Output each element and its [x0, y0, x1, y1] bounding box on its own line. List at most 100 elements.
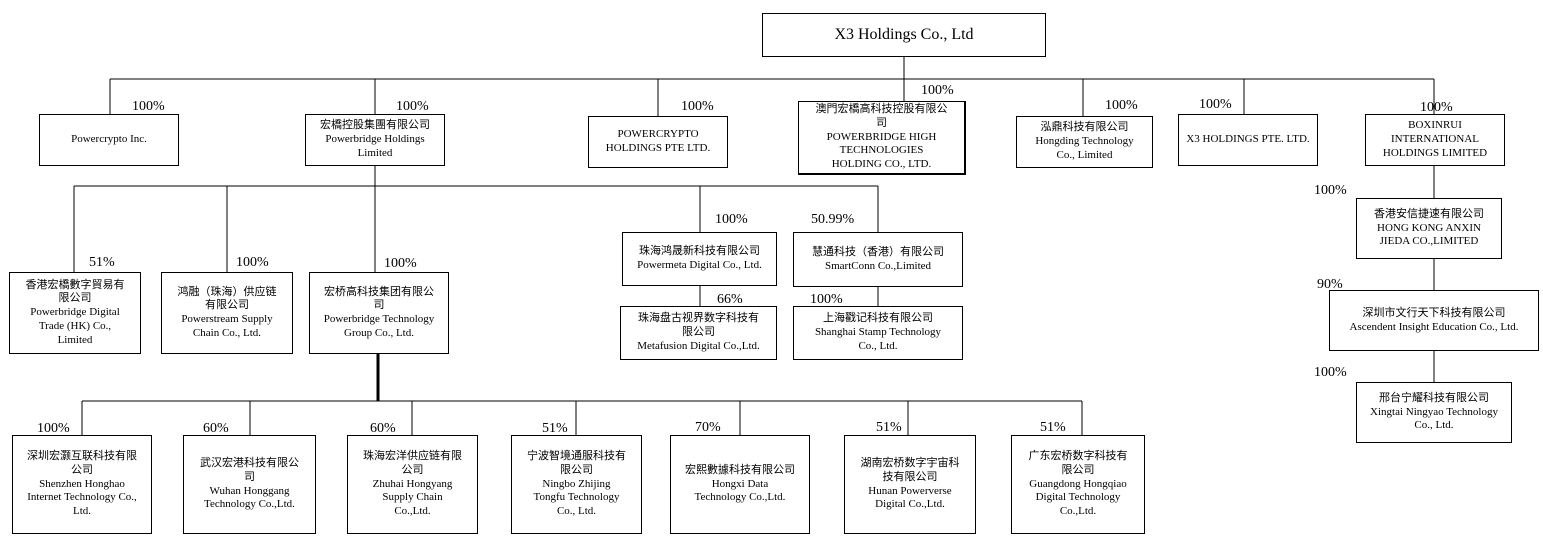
company-label-line: Hongding Technology: [1035, 135, 1134, 148]
company-label-line: Tongfu Technology: [533, 491, 620, 504]
company-label-line: Co., Ltd.: [858, 339, 898, 352]
ownership-pct: 100%: [715, 212, 748, 227]
ownership-pct: 100%: [384, 256, 417, 271]
connector-powerbridge-holdings: [73, 166, 879, 272]
company-label-line: Powercrypto Inc.: [71, 133, 147, 146]
company-box-powerbridge-holdings: 宏橋控股集團有限公司 Powerbridge Holdings Limited: [305, 114, 445, 166]
company-box-shanghai-stamp: 上海戳记科技有限公司 Shanghai Stamp Technology Co.…: [793, 306, 963, 360]
company-label-line: HOLDINGS PTE LTD.: [605, 142, 711, 154]
ownership-pct: 90%: [1317, 277, 1343, 292]
company-label-line: Powerbridge Holdings: [325, 133, 425, 146]
company-box-powerbridge-high-tech: 澳門宏橋高科技控股有限公 司 POWERBRIDGE HIGH TECHNOLO…: [798, 101, 966, 175]
company-box-x3-holdings-pte: X3 HOLDINGS PTE. LTD.: [1178, 114, 1318, 166]
company-label-line: POWERBRIDGE HIGH: [826, 130, 937, 143]
company-label-line: Limited: [357, 146, 393, 159]
ownership-pct: 100%: [236, 255, 269, 270]
company-label-line: 限公司: [681, 326, 715, 339]
company-label-line: HOLDINGS LIMITED: [1382, 146, 1488, 159]
company-label-line: Ascendent Insight Education Co., Ltd.: [1349, 320, 1519, 333]
company-box-powercrypto-holdings: POWERCRYPTO HOLDINGS PTE LTD.: [588, 116, 728, 168]
company-label-line: 司: [244, 470, 255, 483]
company-label-line: Trade (HK) Co.,: [38, 319, 112, 332]
company-label-line: 湖南宏桥数字宇宙科: [860, 457, 960, 469]
company-box-powerbridge-digital-trade: 香港宏橋數字貿易有 限公司 Powerbridge Digital Trade …: [9, 272, 141, 354]
company-label-line: 鸿融（珠海）供应链: [177, 285, 277, 298]
connector-level3: [81, 400, 1083, 435]
ownership-pct: 100%: [1199, 97, 1232, 112]
connector-level1-drops: [109, 79, 1435, 116]
ownership-pct: 66%: [717, 292, 743, 307]
company-label-line: BOXINRUI: [1408, 119, 1462, 132]
ownership-pct: 51%: [542, 421, 568, 436]
company-label-line: 宏熙數據科技有限公司: [685, 463, 795, 476]
company-label-line: 深圳市文行天下科技有限公司: [1362, 306, 1506, 319]
company-label-line: 泓鼎科技有限公司: [1040, 121, 1129, 134]
ownership-pct: 100%: [1314, 183, 1347, 198]
company-label-line: Group Co., Ltd.: [344, 326, 414, 339]
company-label-line: 宏橋控股集團有限公司: [320, 119, 430, 132]
company-label-line: 珠海鸿晟新科技有限公司: [639, 245, 760, 258]
company-box-powerbridge-tech-group: 宏桥高科技集团有限公 司 Powerbridge Technology Grou…: [309, 272, 449, 354]
company-label-line: SmartConn Co.,Limited: [824, 259, 932, 272]
root-company-box: X3 Holdings Co., Ltd: [762, 13, 1046, 57]
company-label-line: Co., Limited: [1056, 148, 1113, 161]
company-box-tongfu: 宁波智境通服科技有 限公司 Ningbo Zhijing Tongfu Tech…: [511, 435, 642, 534]
company-label-line: Powermeta Digital Co., Ltd.: [637, 259, 762, 271]
company-label-line: 上海戳记科技有限公司: [823, 312, 933, 325]
company-label-line: HONG KONG ANXIN: [1377, 221, 1481, 234]
company-label-line: Zhuhai Hongyang: [372, 477, 453, 490]
company-box-powerstream: 鸿融（珠海）供应链 有限公司 Powerstream Supply Chain …: [161, 272, 293, 354]
company-label-line: Powerstream Supply: [181, 313, 273, 325]
company-label-line: Ningbo Zhijing: [542, 477, 611, 490]
company-label-line: Hunan Powerverse: [868, 484, 952, 497]
company-label-line: 澳門宏橋高科技控股有限公: [815, 103, 948, 116]
company-label-line: Xingtai Ningyao Technology: [1370, 405, 1498, 418]
company-label-line: Co., Ltd.: [556, 505, 597, 518]
company-label-line: 广东宏桥数字科技有: [1028, 450, 1128, 463]
company-label-line: 限公司: [1061, 463, 1095, 476]
company-label-line: Internet Technology Co.,: [27, 491, 137, 504]
company-box-hongyang: 珠海宏洋供应链有限 公司 Zhuhai Hongyang Supply Chai…: [347, 435, 478, 534]
company-label-line: 宏桥高科技集团有限公: [323, 285, 434, 298]
company-label-line: 限公司: [58, 292, 92, 305]
ownership-pct: 100%: [681, 99, 714, 114]
company-label-line: JIEDA CO.,LIMITED: [1379, 235, 1479, 248]
ownership-pct: 100%: [1314, 365, 1347, 380]
company-label-line: HOLDING CO., LTD.: [831, 158, 932, 171]
company-label-line: Co.,Ltd.: [1059, 505, 1097, 518]
ownership-pct: 50.99%: [811, 212, 855, 227]
company-label-line: 珠海盘古视界数字科技有: [637, 312, 759, 325]
company-label-line: Shanghai Stamp Technology: [814, 326, 942, 339]
company-label-line: INTERNATIONAL: [1391, 133, 1479, 146]
ownership-pct: 100%: [810, 292, 843, 307]
company-label-line: Co., Ltd.: [1414, 419, 1454, 432]
company-label-line: Guangdong Hongqiao: [1029, 477, 1127, 490]
ownership-pct: 100%: [396, 99, 429, 114]
company-label-line: Co.,Ltd.: [394, 505, 431, 518]
company-label-line: POWERCRYPTO: [617, 128, 699, 141]
company-label-line: Shenzhen Honghao: [39, 477, 125, 490]
connector-root: [110, 57, 1434, 80]
company-label-line: X3 HOLDINGS PTE. LTD.: [1186, 133, 1310, 146]
company-label-line: Digital Technology: [1035, 491, 1121, 504]
company-box-powercrypto-inc: Powercrypto Inc.: [39, 114, 179, 166]
company-label-line: 限公司: [560, 463, 593, 476]
company-label-line: Ltd.: [72, 505, 92, 518]
company-box-powermeta: 珠海鸿晟新科技有限公司 Powermeta Digital Co., Ltd.: [622, 232, 777, 286]
company-label-line: Metafusion Digital Co.,Ltd.: [637, 339, 760, 352]
ownership-pct: 51%: [89, 255, 115, 270]
company-label-line: 司: [373, 299, 385, 312]
company-label-line: TECHNOLOGIES: [839, 144, 924, 157]
company-label-line: 香港安信捷速有限公司: [1374, 207, 1484, 220]
company-label-line: Digital Co.,Ltd.: [875, 498, 945, 511]
ownership-pct: 60%: [203, 421, 229, 436]
ownership-pct: 100%: [1420, 100, 1453, 115]
company-label-line: 珠海宏洋供应链有限: [363, 450, 462, 463]
company-box-metafusion: 珠海盘古视界数字科技有 限公司 Metafusion Digital Co.,L…: [620, 306, 777, 360]
company-label-line: Limited: [57, 333, 93, 346]
company-label-line: 司: [876, 116, 887, 129]
company-label-line: Chain Co., Ltd.: [192, 326, 262, 339]
company-label-line: 公司: [71, 463, 93, 476]
company-label-line: Powerbridge Technology: [323, 313, 435, 325]
